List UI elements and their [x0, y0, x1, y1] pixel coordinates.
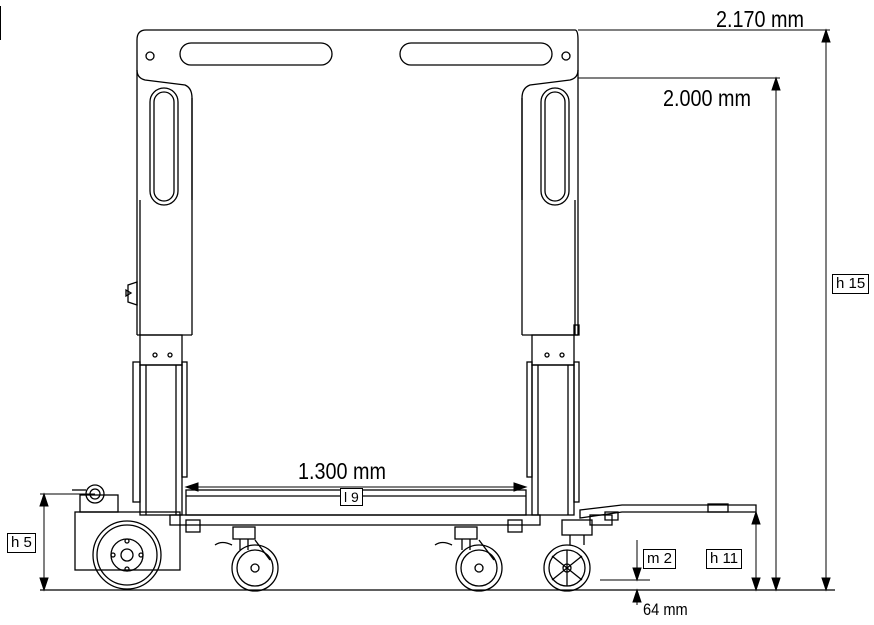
dim-inner-height-line: [578, 76, 781, 592]
drive-unit: [72, 484, 181, 571]
ground-clearance-dimension: 64 mm: [643, 600, 688, 619]
label-l9: l 9: [340, 488, 363, 506]
inner-width-dimension: 1.300 mm: [298, 458, 386, 484]
dim-overall-height-line: [578, 28, 831, 592]
label-h15: h 15: [832, 274, 870, 294]
left-column: [125, 281, 188, 516]
dim-inner-width-line: [184, 482, 528, 492]
caster-left: [214, 526, 279, 592]
inner-height-dimension: 2.000 mm: [663, 85, 751, 111]
caster-right: [543, 519, 593, 592]
overall-height-dimension: 2.170 mm: [716, 6, 804, 32]
label-h11: h 11: [706, 549, 743, 569]
dim-towbar-height-line: [751, 510, 761, 592]
dim-drive-height-line: [39, 492, 95, 592]
dim-ground-clearance-line: [600, 540, 650, 605]
right-column: [526, 324, 580, 516]
label-m2: m 2: [643, 549, 677, 569]
drive-wheel: [92, 520, 162, 590]
label-h5: h 5: [7, 533, 36, 553]
caster-mid: [434, 526, 503, 592]
tow-bar: [579, 503, 757, 526]
gantry-frame: [136, 29, 579, 336]
